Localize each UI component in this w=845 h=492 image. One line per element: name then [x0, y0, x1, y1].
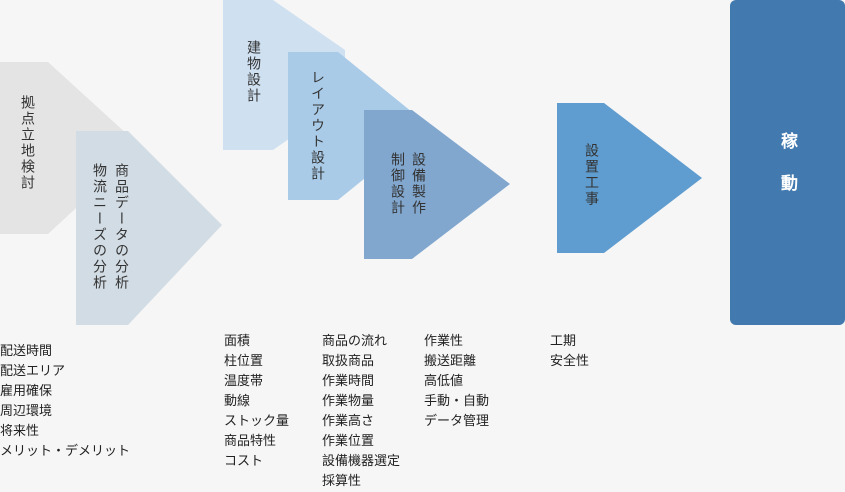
- step-2-arrow: [76, 131, 222, 325]
- final-label-line2: 動: [777, 174, 797, 193]
- list-equipment: 作業性 搬送距離 高低値 手動・自動 データ管理: [424, 332, 489, 432]
- list-site-selection: 配送時間 配送エリア 雇用確保 周辺環境 将来性 メリット・デメリット: [0, 342, 130, 462]
- list-item: コスト: [224, 454, 264, 469]
- list-installation: 工期 安全性: [550, 332, 589, 372]
- step-2-label-line1: 商品データの分析: [113, 163, 129, 291]
- final-box: [730, 0, 845, 325]
- list-item: 設備機器選定: [322, 454, 401, 469]
- list-item: 作業物量: [322, 394, 375, 409]
- step-3-label: 建物設計: [245, 40, 261, 104]
- step-4-label: レイアウト設計: [309, 70, 325, 182]
- list-item: 搬送距離: [424, 354, 477, 369]
- list-item: ストック量: [224, 414, 290, 429]
- list-item: 安全性: [550, 354, 590, 369]
- list-item: 作業位置: [322, 434, 375, 449]
- list-item: 周辺環境: [0, 404, 53, 419]
- list-item: データ管理: [424, 414, 490, 429]
- list-item: 配送時間: [0, 344, 53, 359]
- list-item: 取扱商品: [322, 354, 375, 369]
- step-1-arrow: [0, 62, 128, 234]
- list-item: 工期: [550, 334, 577, 349]
- list-item: 商品特性: [224, 434, 277, 449]
- list-building-design: 面積 柱位置 温度帯 動線 ストック量 商品特性 コスト: [224, 332, 289, 472]
- step-6-label: 設置工事: [583, 143, 599, 207]
- list-item: 配送エリア: [0, 364, 66, 379]
- list-item: 高低値: [424, 374, 464, 389]
- list-item: 作業時間: [322, 374, 375, 389]
- final-label-line1: 稼: [777, 132, 797, 151]
- list-item: 雇用確保: [0, 384, 53, 399]
- step-5-label-line1: 設備製作: [410, 152, 426, 216]
- step-6-arrow: [557, 103, 702, 253]
- step-1-label: 拠点立地検討: [19, 95, 35, 191]
- step-5-arrow: [364, 110, 510, 259]
- list-item: 柱位置: [224, 354, 264, 369]
- list-item: 将来性: [0, 424, 40, 439]
- list-item: 動線: [224, 394, 251, 409]
- list-item: 商品の流れ: [322, 334, 388, 349]
- step-2-label-line2: 物流ニーズの分析: [91, 163, 107, 291]
- list-item: 面積: [224, 334, 251, 349]
- step-5-label-line2: 制御設計: [389, 152, 405, 216]
- list-item: 手動・自動: [424, 394, 490, 409]
- list-item: 作業性: [424, 334, 464, 349]
- list-layout-design: 商品の流れ 取扱商品 作業時間 作業物量 作業高さ 作業位置 設備機器選定 採算…: [322, 332, 400, 492]
- list-item: 温度帯: [224, 374, 264, 389]
- list-item: 作業高さ: [322, 414, 375, 429]
- list-item: 採算性: [322, 474, 362, 489]
- list-item: メリット・デメリット: [0, 444, 131, 459]
